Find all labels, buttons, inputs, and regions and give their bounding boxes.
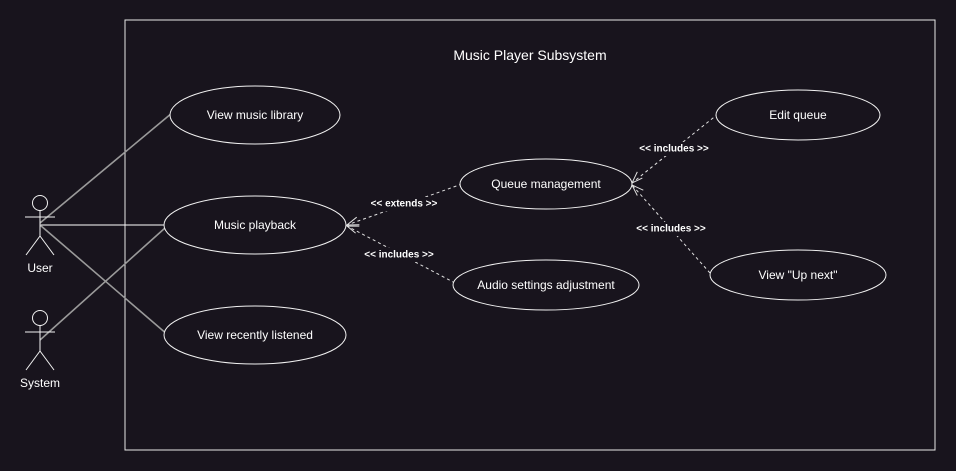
use-case-ellipse (715, 89, 881, 141)
actor-label: User (27, 261, 52, 275)
actor-system[interactable]: System (20, 310, 60, 391)
use-case-ellipse (452, 259, 640, 311)
stick-figure-icon (25, 195, 55, 256)
association-user-view-music-library (39, 112, 173, 224)
actor-label: System (20, 376, 60, 390)
use-case-label: Music playback (214, 218, 297, 232)
use-case-label: Audio settings adjustment (477, 278, 615, 292)
includes-audio-arrowhead (345, 225, 360, 234)
includes-upnext-line (631, 184, 711, 274)
use-case-ellipse (459, 158, 633, 210)
includes-upnext-label: << includes >> (636, 224, 706, 235)
use-case-music-playback[interactable]: Music playback (163, 195, 347, 255)
use-case-label: Edit queue (769, 108, 827, 122)
use-case-audio-settings-adjustment[interactable]: Audio settings adjustment (452, 259, 640, 311)
use-case-ellipse (709, 249, 887, 301)
use-case-ellipse (169, 85, 341, 145)
system-boundary (124, 19, 936, 451)
use-case-label: View "Up next" (758, 268, 837, 282)
use-case-view-up-next[interactable]: View "Up next" (709, 249, 887, 301)
use-case-ellipse (163, 305, 347, 365)
association-user-view-recently-listened (39, 224, 169, 336)
includes-edit-label: << includes >> (639, 144, 709, 155)
use-case-label: Queue management (491, 177, 601, 191)
use-case-edit-queue[interactable]: Edit queue (715, 89, 881, 141)
use-case-view-recently-listened[interactable]: View recently listened (163, 305, 347, 365)
stereotype-labels: << extends >> << includes >> << includes… (360, 142, 713, 262)
system-title: Music Player Subsystem (453, 47, 606, 63)
extends-label: << extends >> (371, 199, 438, 210)
extends-arrowhead (345, 216, 360, 226)
includes-audio-label: << includes >> (364, 250, 434, 261)
actor-user[interactable]: User (25, 195, 55, 276)
use-case-label: View music library (207, 108, 303, 122)
associations (39, 112, 173, 341)
stick-figure-icon (25, 310, 55, 371)
use-case-label: View recently listened (197, 328, 313, 342)
association-system-music-playback (39, 227, 166, 341)
use-case-ellipse (163, 195, 347, 255)
use-case-queue-management[interactable]: Queue management (459, 158, 633, 210)
use-case-view-music-library[interactable]: View music library (169, 85, 341, 145)
